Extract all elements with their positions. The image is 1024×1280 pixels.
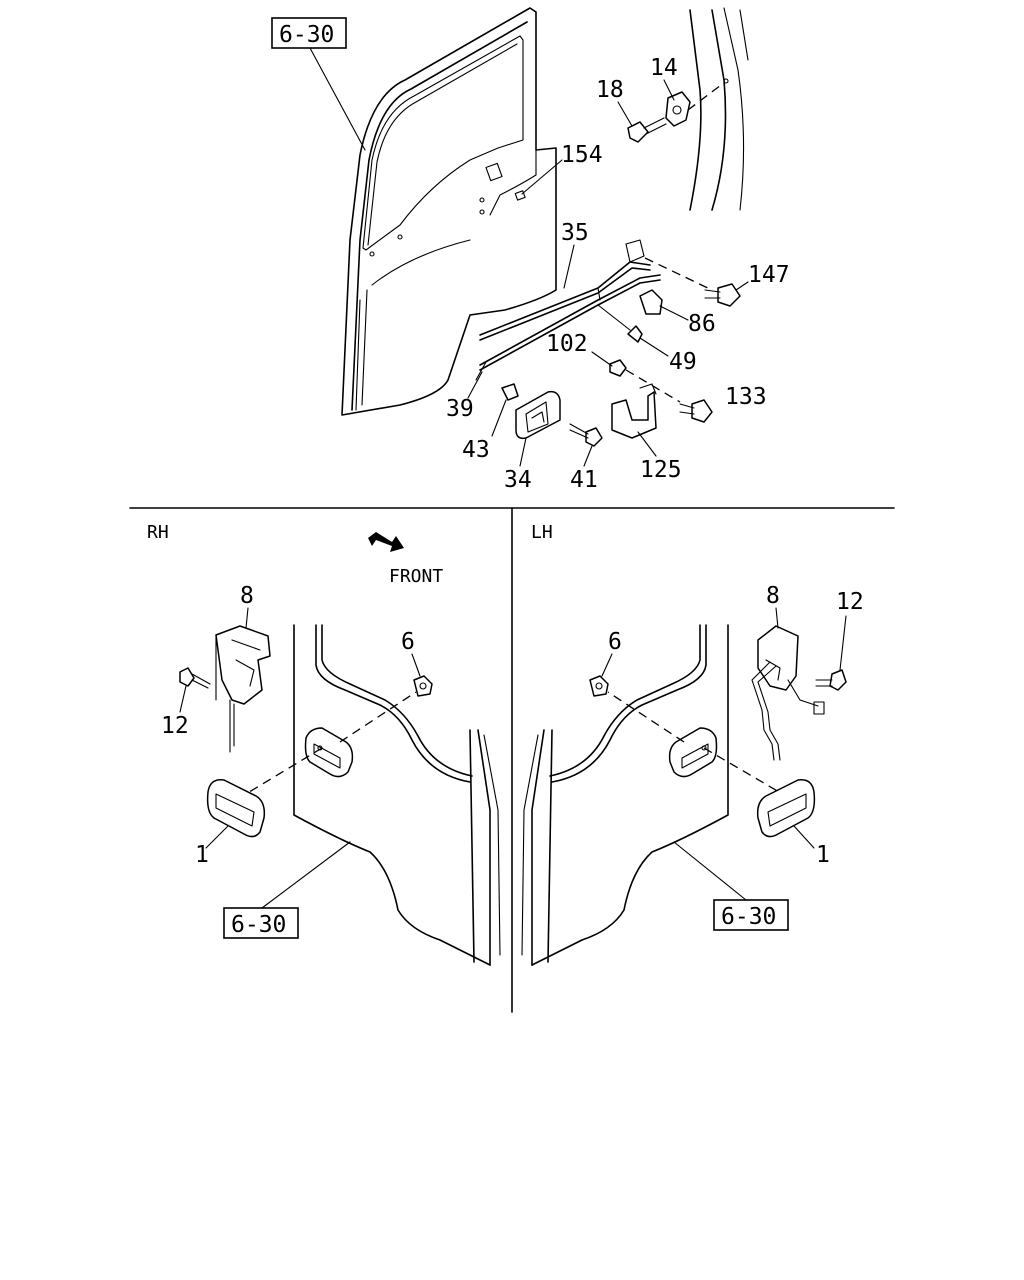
- part-14-striker: [665, 78, 729, 127]
- lh-door-recess: [668, 727, 718, 778]
- top-callouts: 14 18 154 35 147 86 49 102 133 39 43 34 …: [446, 55, 790, 493]
- callout-102: 102: [546, 331, 588, 357]
- lh-ref-label: 6-30: [721, 904, 776, 930]
- pillar-drawing: [689, 7, 749, 211]
- top-ref-label: 6-30: [279, 22, 334, 48]
- callout-133: 133: [725, 384, 767, 410]
- rh-part-6-nut: [413, 675, 433, 697]
- part-49-clip: [597, 304, 643, 343]
- callout-154: 154: [561, 142, 603, 168]
- lh-part-1-handle: [756, 779, 816, 838]
- part-18-bolt: [627, 117, 667, 143]
- lh-part-8-latch: [751, 625, 825, 761]
- part-133-bolt: [679, 399, 713, 423]
- front-arrow-icon: [368, 532, 404, 552]
- lh-callout-6: 6: [608, 629, 622, 655]
- lh-callout-1: 1: [816, 842, 830, 868]
- rh-callout-6: 6: [401, 629, 415, 655]
- rh-part-12-screw: [179, 667, 211, 689]
- part-41-screw: [569, 423, 603, 447]
- callout-39: 39: [446, 396, 474, 422]
- callout-14: 14: [650, 55, 678, 81]
- callout-41: 41: [570, 467, 598, 493]
- callout-18: 18: [596, 77, 624, 103]
- rh-ref-label: 6-30: [231, 912, 286, 938]
- callout-147: 147: [748, 262, 790, 288]
- top-section: 6-30: [271, 7, 790, 493]
- lh-part-12-screw: [815, 669, 847, 691]
- callout-125: 125: [640, 457, 682, 483]
- lh-callout-8: 8: [766, 583, 780, 609]
- part-34-bezel: [515, 390, 561, 440]
- lh-door-drawing: [521, 624, 729, 966]
- rh-part-1-handle: [206, 779, 266, 838]
- callout-34: 34: [504, 467, 532, 493]
- callout-49: 49: [669, 349, 697, 375]
- rh-section: RH FRONT: [147, 522, 501, 966]
- callout-86: 86: [688, 311, 716, 337]
- lh-section: LH: [521, 522, 864, 966]
- part-125-bracket: [611, 383, 657, 439]
- top-ref-box: 6-30: [271, 17, 366, 151]
- callout-35: 35: [561, 220, 589, 246]
- lh-section-label: LH: [531, 522, 553, 543]
- lh-part-6-nut: [589, 675, 609, 697]
- rh-part-8-latch: [215, 625, 271, 753]
- rh-door-drawing: [293, 624, 501, 966]
- rh-callout-12: 12: [161, 713, 189, 739]
- rh-callout-8: 8: [240, 583, 254, 609]
- rh-door-recess: [304, 727, 354, 778]
- lh-callout-12: 12: [836, 589, 864, 615]
- front-label: FRONT: [389, 566, 443, 587]
- rods-drawing: [475, 239, 713, 381]
- callout-43: 43: [462, 437, 490, 463]
- part-43-clip: [501, 383, 519, 401]
- part-86-bushing: [639, 289, 663, 315]
- part-147-bolt: [704, 283, 741, 307]
- rh-callout-1: 1: [195, 842, 209, 868]
- rh-section-label: RH: [147, 522, 169, 543]
- door-panel-drawing: [341, 7, 557, 416]
